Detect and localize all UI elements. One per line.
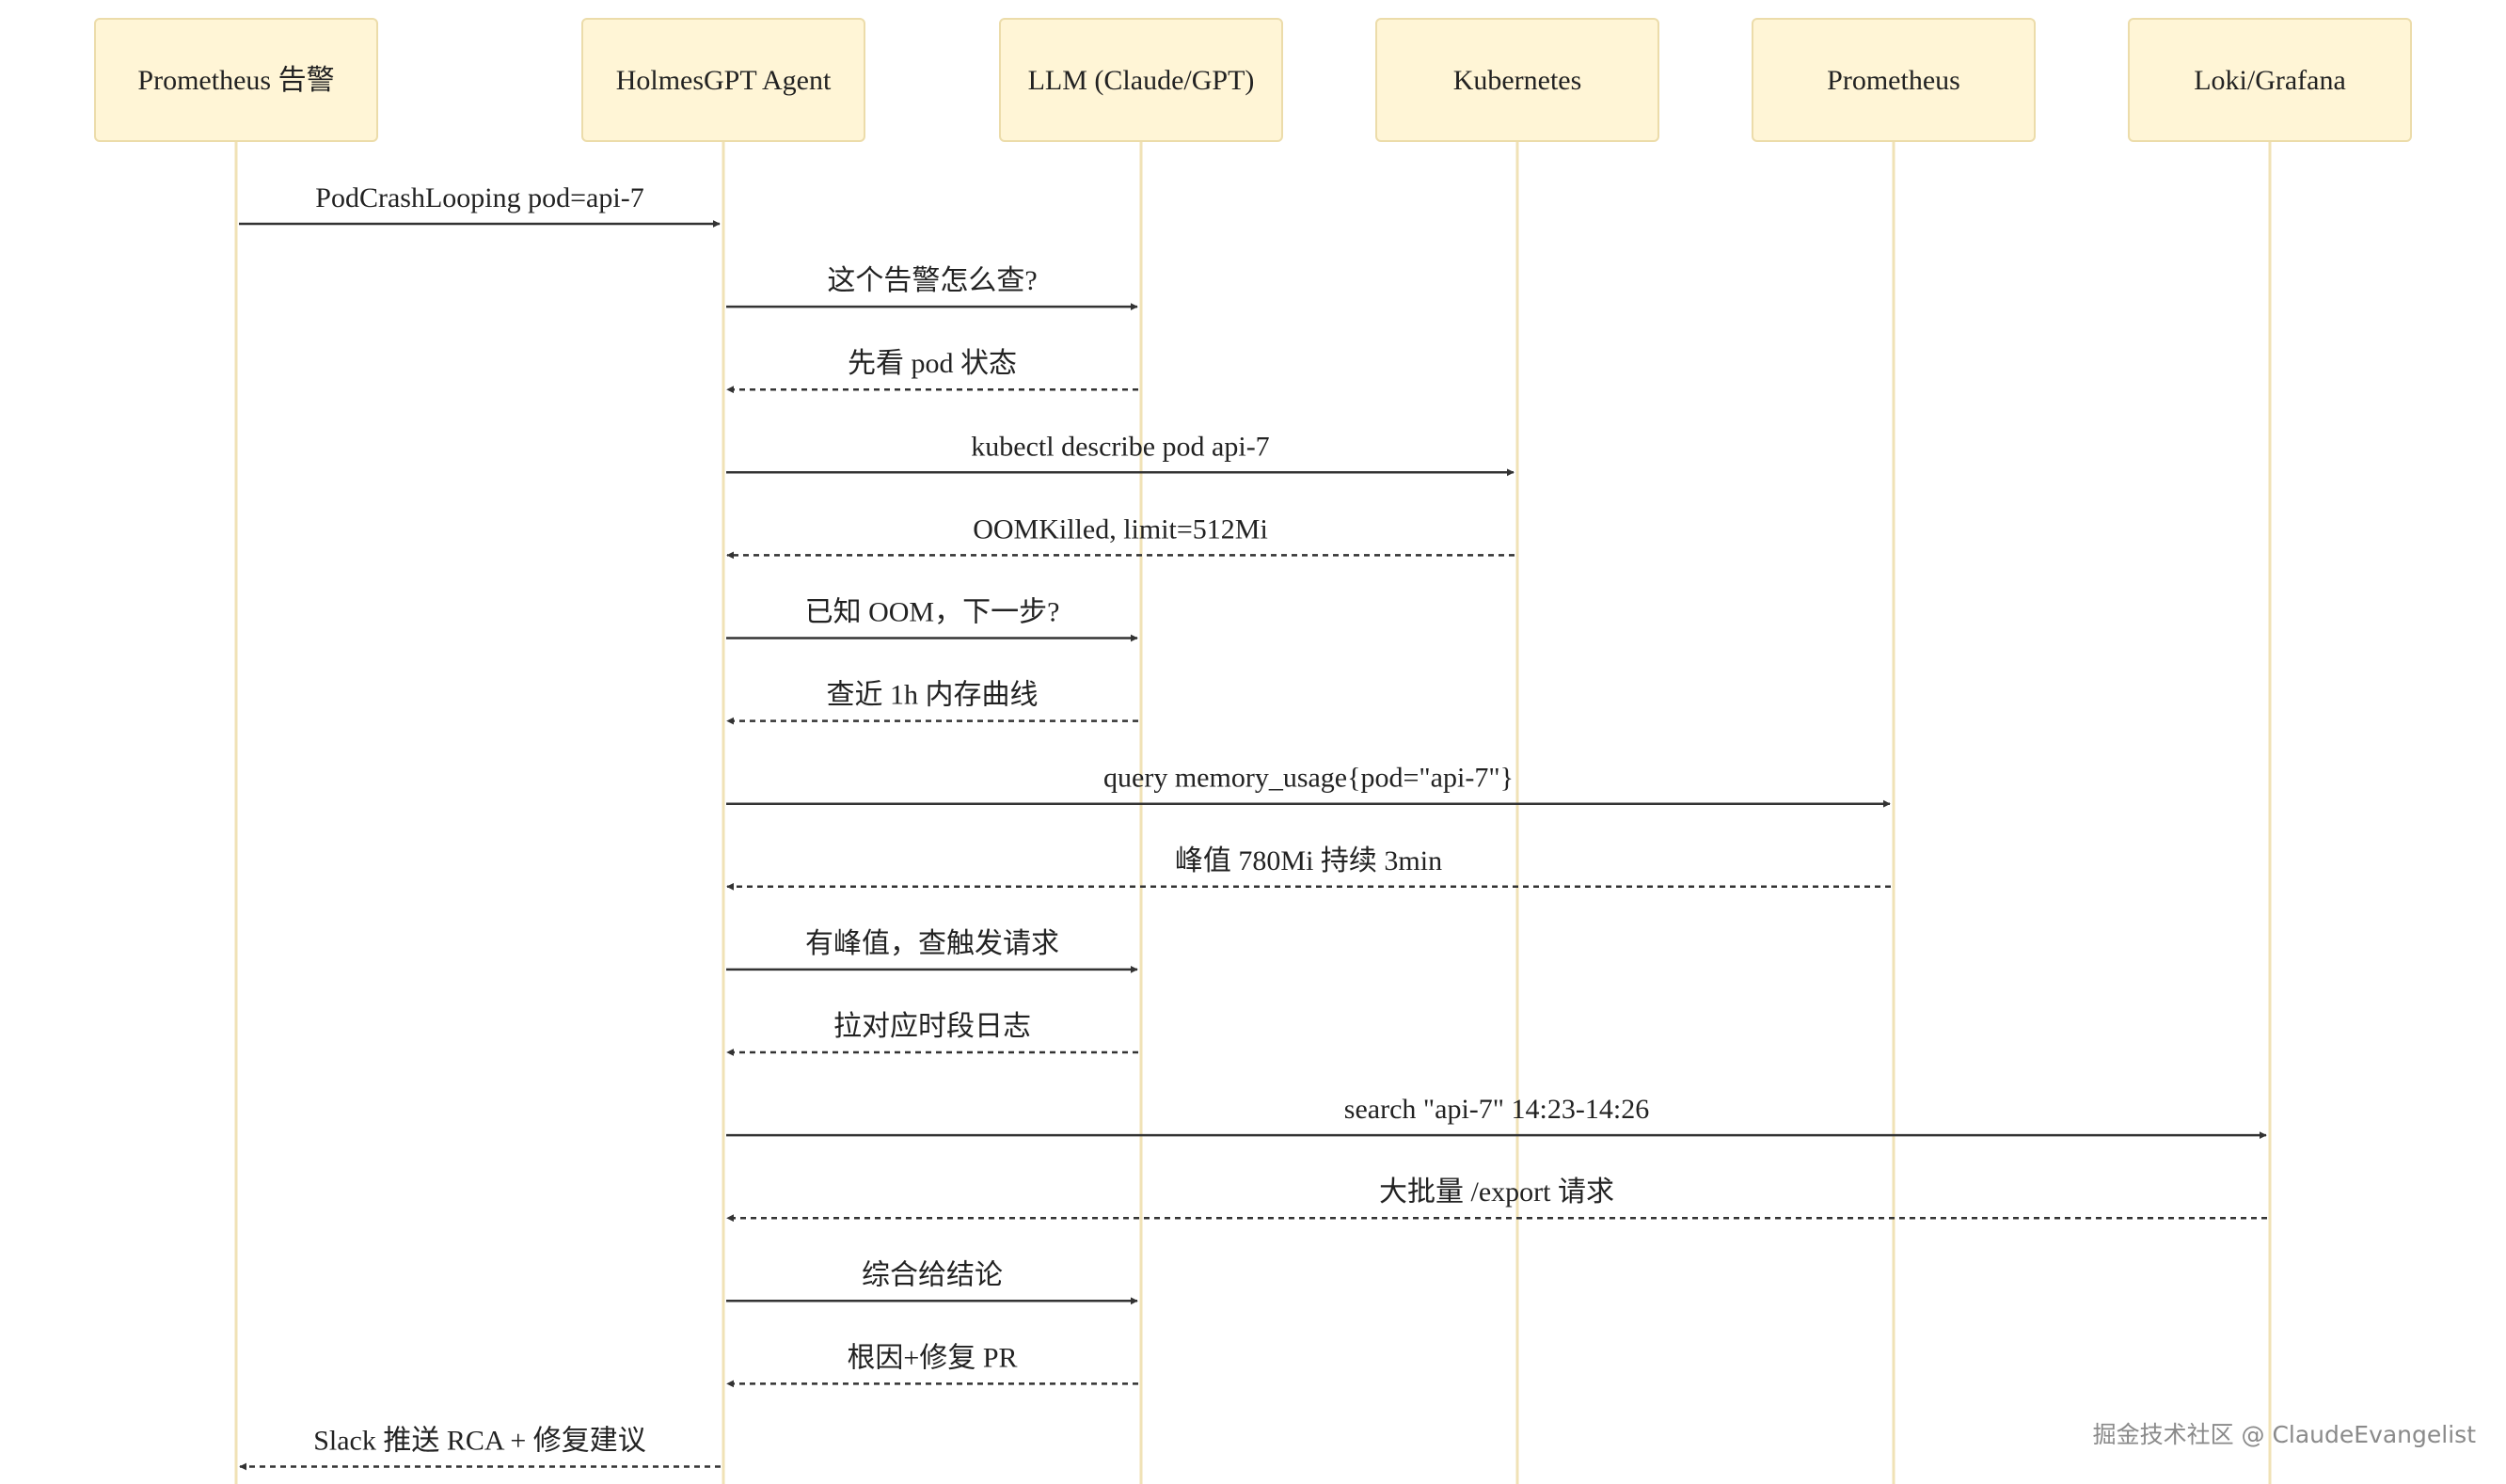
message-label: 峰值 780Mi 持续 3min <box>1175 845 1442 876</box>
participant-0: Prometheus 告警 <box>94 18 378 142</box>
message-14: 根因+修复 PR <box>726 1342 1138 1388</box>
message-label: OOMKilled, limit=512Mi <box>973 513 1268 545</box>
participant-2: LLM (Claude/GPT) <box>999 18 1283 142</box>
message-5: 已知 OOM，下一步? <box>726 597 1138 642</box>
watermark-text: 掘金技术社区 @ ClaudeEvangelist <box>2092 1421 2476 1448</box>
message-label: 拉对应时段日志 <box>833 1011 1031 1042</box>
message-label: 大批量 /export 请求 <box>1379 1176 1614 1208</box>
message-label: 查近 1h 内存曲线 <box>827 680 1039 711</box>
participant-box <box>1752 18 2036 142</box>
message-label: search "api-7" 14:23-14:26 <box>1344 1094 1649 1125</box>
message-4: OOMKilled, limit=512Mi <box>726 513 1515 560</box>
participant-1: HolmesGPT Agent <box>581 18 865 142</box>
participant-3: Kubernetes <box>1375 18 1659 142</box>
messages: PodCrashLooping pod=api-7 这个告警怎么查? 先看 pod … <box>239 182 2267 1471</box>
message-label: 先看 pod 状态 <box>848 348 1017 379</box>
participant-label: HolmesGPT Agent <box>616 65 832 96</box>
message-0: PodCrashLooping pod=api-7 <box>239 182 721 228</box>
message-11: search "api-7" 14:23-14:26 <box>726 1094 2267 1140</box>
participant-box <box>581 18 865 142</box>
message-6: 查近 1h 内存曲线 <box>726 680 1138 725</box>
message-13: 综合给结论 <box>726 1259 1138 1305</box>
message-9: 有峰值，查触发请求 <box>726 928 1138 973</box>
participant-box <box>2128 18 2412 142</box>
participant-label: Kubernetes <box>1453 65 1582 96</box>
message-15: Slack 推送 RCA + 修复建议 <box>239 1426 721 1471</box>
participant-box <box>94 18 378 142</box>
message-label: kubectl describe pod api-7 <box>971 431 1269 462</box>
participants: Prometheus 告警 HolmesGPT Agent LLM (Claude/… <box>94 18 2412 142</box>
message-8: 峰值 780Mi 持续 3min <box>726 845 1891 891</box>
participant-5: Loki/Grafana <box>2128 18 2412 142</box>
message-7: query memory_usage{pod="api-7"} <box>726 763 1891 808</box>
message-label: 有峰值，查触发请求 <box>805 928 1059 959</box>
message-label: 这个告警怎么查? <box>827 265 1037 296</box>
participant-label: Prometheus 告警 <box>137 65 334 96</box>
message-label: 根因+修复 PR <box>847 1342 1017 1373</box>
message-12: 大批量 /export 请求 <box>726 1176 2267 1223</box>
message-3: kubectl describe pod api-7 <box>726 431 1515 477</box>
participant-box <box>999 18 1283 142</box>
message-2: 先看 pod 状态 <box>726 348 1138 394</box>
participant-4: Prometheus <box>1752 18 2036 142</box>
participant-label: Prometheus <box>1827 65 1960 96</box>
participant-label: LLM (Claude/GPT) <box>1028 65 1255 96</box>
message-label: 已知 OOM，下一步? <box>805 597 1060 628</box>
message-10: 拉对应时段日志 <box>726 1011 1138 1056</box>
message-label: 综合给结论 <box>862 1259 1003 1290</box>
participant-label: Loki/Grafana <box>2194 65 2346 96</box>
lifelines <box>234 141 2272 1484</box>
message-1: 这个告警怎么查? <box>726 265 1138 311</box>
message-label: query memory_usage{pod="api-7"} <box>1103 763 1514 794</box>
message-label: Slack 推送 RCA + 修复建议 <box>313 1426 646 1457</box>
message-label: PodCrashLooping pod=api-7 <box>315 182 643 213</box>
participant-box <box>1375 18 1659 142</box>
